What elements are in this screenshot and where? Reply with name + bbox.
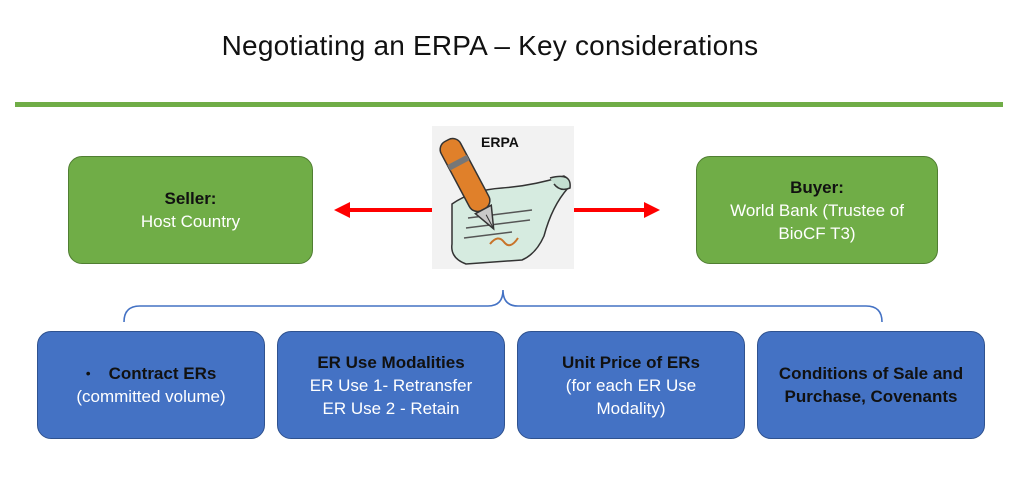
page-title: Negotiating an ERPA – Key considerations [221,30,759,61]
seller-heading: Seller: [164,189,217,208]
bullet-icon: • [85,365,91,381]
buyer-box: Buyer: World Bank (Trustee of BioCF T3) [696,156,938,264]
consideration-contract-ers: • Contract ERs (committed volume) [37,331,265,439]
consideration-unit-price: Unit Price of ERs (for each ER Use Modal… [517,331,745,439]
considerations-bracket [123,289,883,323]
seller-box: Seller: Host Country [68,156,313,264]
buyer-line1: World Bank (Trustee of [730,200,904,220]
center-label: ERPA [481,134,519,150]
consideration-line2: Purchase, Covenants [784,387,958,406]
consideration-line2: ER Use 2 - Retain [322,398,460,418]
arrow-to-buyer [574,202,660,218]
consideration-text: (committed volume) [76,387,226,406]
consideration-heading: Contract ERs [108,364,217,383]
seller-text: Host Country [140,212,241,231]
consideration-line1: Conditions of Sale and [778,364,964,383]
consideration-conditions: Conditions of Sale and Purchase, Covenan… [757,331,985,439]
arrow-to-seller [334,202,432,218]
buyer-heading: Buyer: [790,177,844,197]
consideration-line1: ER Use 1- Retransfer [309,375,473,395]
consideration-heading: ER Use Modalities [317,352,465,372]
consideration-line2: Modality) [596,398,666,418]
consideration-heading: Unit Price of ERs [562,352,700,372]
document-pen-icon [432,126,574,269]
consideration-er-use-modalities: ER Use Modalities ER Use 1- Retransfer E… [277,331,505,439]
consideration-line1: (for each ER Use [565,375,697,395]
buyer-line2: BioCF T3) [778,223,856,243]
title-divider [15,102,1003,107]
